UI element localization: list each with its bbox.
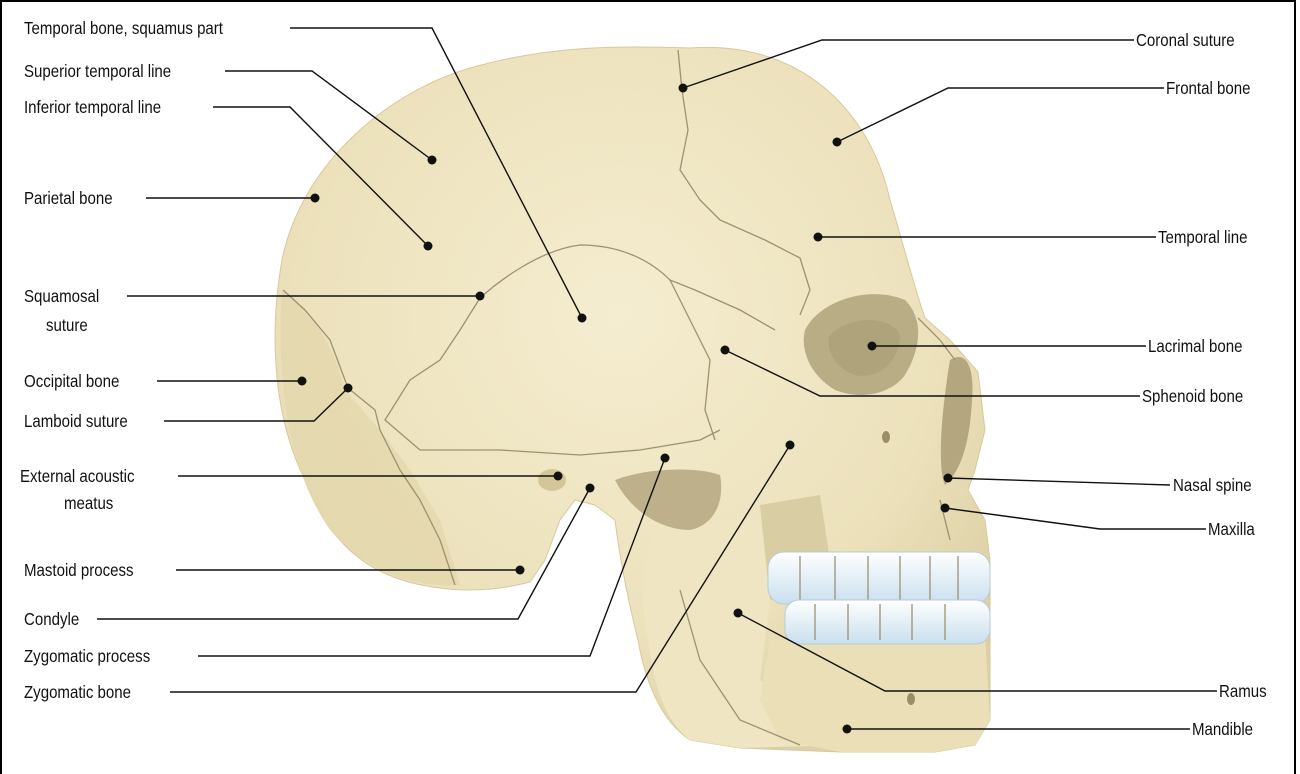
- label-coronal-suture: Coronal suture: [1136, 31, 1235, 50]
- label-ramus: Ramus: [1219, 682, 1267, 701]
- label-parietal-bone: Parietal bone: [24, 189, 113, 208]
- label-superior-temporal-line: Superior temporal line: [24, 62, 171, 81]
- label-maxilla: Maxilla: [1208, 520, 1256, 539]
- label-squamosal-suture-2: suture: [46, 316, 88, 335]
- label-zygomatic-bone: Zygomatic bone: [24, 683, 131, 702]
- label-frontal-bone: Frontal bone: [1166, 79, 1250, 98]
- right-labels: Coronal suture Frontal bone Temporal lin…: [1136, 31, 1267, 739]
- label-mastoid-process: Mastoid process: [24, 561, 134, 580]
- lower-teeth: [785, 600, 990, 644]
- label-lacrimal-bone: Lacrimal bone: [1148, 337, 1242, 356]
- label-zygomatic-process: Zygomatic process: [24, 647, 150, 666]
- mental-foramen: [907, 693, 915, 705]
- label-inferior-temporal-line: Inferior temporal line: [24, 98, 161, 117]
- label-external-acoustic-meatus-1: External acoustic: [20, 467, 135, 486]
- label-temporal-line: Temporal line: [1158, 228, 1247, 247]
- label-mandible: Mandible: [1192, 720, 1253, 739]
- mandible-region: [760, 635, 990, 752]
- label-external-acoustic-meatus-2: meatus: [64, 494, 113, 513]
- ear-canal: [538, 469, 566, 491]
- label-condyle: Condyle: [24, 610, 79, 629]
- label-nasal-spine: Nasal spine: [1173, 476, 1252, 495]
- zygomatic-foramen: [882, 431, 890, 443]
- label-squamosal-suture-1: Squamosal: [24, 287, 99, 306]
- label-occipital-bone: Occipital bone: [24, 372, 119, 391]
- label-lamboid-suture: Lamboid suture: [24, 412, 128, 431]
- upper-teeth: [768, 552, 990, 604]
- skull-illustration: [275, 47, 990, 752]
- label-temporal-bone-squamus: Temporal bone, squamus part: [24, 19, 223, 38]
- left-labels: Temporal bone, squamus part Superior tem…: [20, 19, 223, 702]
- label-sphenoid-bone: Sphenoid bone: [1142, 387, 1243, 406]
